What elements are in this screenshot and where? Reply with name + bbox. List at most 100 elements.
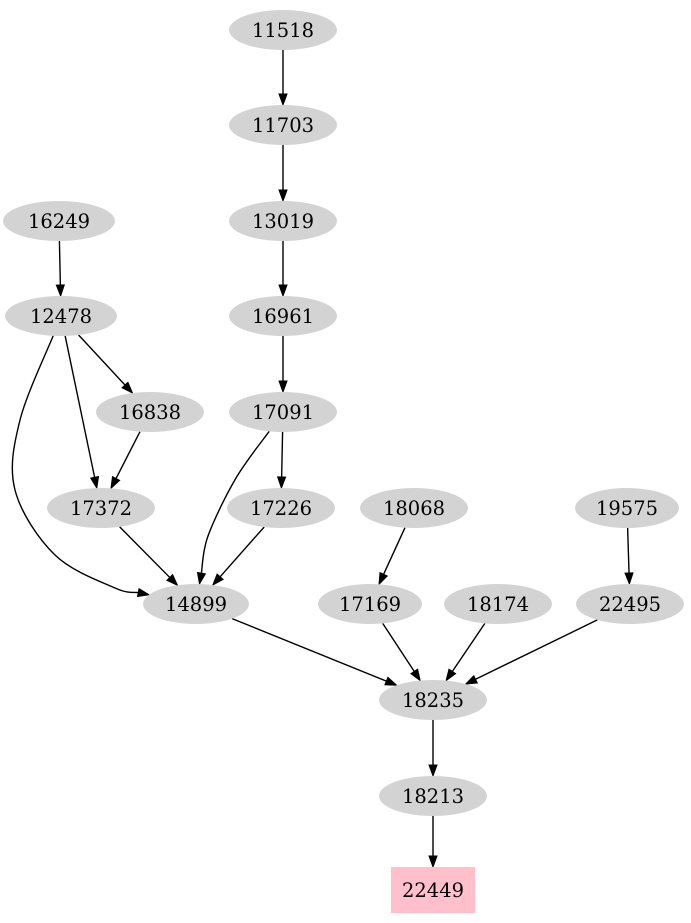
graph-edge-13019-16961 <box>278 241 288 298</box>
node-shape-ellipse <box>3 201 115 241</box>
graph-node-17226: 17226 <box>227 488 335 528</box>
node-shape-ellipse <box>229 392 337 432</box>
edge-line <box>382 623 415 672</box>
graph-node-18068: 18068 <box>360 488 468 528</box>
node-shape-ellipse <box>96 392 204 432</box>
node-shape-ellipse <box>229 10 337 50</box>
graph-node-12478: 12478 <box>5 296 117 336</box>
arrowhead-icon <box>211 573 224 587</box>
node-shape-ellipse <box>575 488 679 528</box>
arrowhead-icon <box>89 475 100 490</box>
graph-edge-17226-14899 <box>211 526 265 587</box>
graph-edge-17169-18235 <box>382 623 421 682</box>
arrowhead-icon <box>196 571 207 586</box>
node-shape-ellipse <box>379 680 487 720</box>
node-shape-ellipse <box>576 584 684 624</box>
node-shape-ellipse <box>229 105 337 145</box>
node-label: 11518 <box>252 19 314 42</box>
graph-edge-17372-14899 <box>119 526 179 587</box>
node-label: 17169 <box>339 593 401 616</box>
arrowhead-icon <box>110 475 121 490</box>
edge-line <box>382 527 406 575</box>
node-label: 22495 <box>599 593 661 616</box>
arrowhead-icon <box>278 93 288 107</box>
graph-edge-18235-18213 <box>428 720 438 778</box>
arrowhead-icon <box>278 189 288 203</box>
graph-node-18235: 18235 <box>379 680 487 720</box>
arrowhead-icon <box>55 284 65 298</box>
graph-edge-11518-11703 <box>278 50 288 107</box>
node-shape-ellipse <box>360 488 468 528</box>
graph-node-18174: 18174 <box>444 584 552 624</box>
edge-line <box>231 617 387 682</box>
graph-node-16249: 16249 <box>3 201 115 241</box>
edge-line <box>475 619 598 680</box>
graph-node-22449: 22449 <box>391 867 475 913</box>
node-label: 18213 <box>402 785 464 808</box>
node-shape-ellipse <box>227 488 335 528</box>
node-label: 13019 <box>252 210 314 233</box>
edge-line <box>78 334 126 386</box>
arrowhead-icon <box>378 571 389 586</box>
graph-node-16961: 16961 <box>229 296 337 336</box>
node-label: 16838 <box>119 401 181 424</box>
arrowhead-icon <box>445 668 457 682</box>
edge-line <box>451 623 486 672</box>
node-shape-ellipse <box>47 488 155 528</box>
node-label: 18174 <box>467 593 529 616</box>
graph-node-16838: 16838 <box>96 392 204 432</box>
node-label: 14899 <box>165 593 227 616</box>
arrowhead-icon <box>410 668 421 682</box>
node-label: 22449 <box>402 879 464 902</box>
graph-edge-12478-17372 <box>64 335 100 490</box>
graph-edge-16961-17091 <box>278 336 288 394</box>
graph-node-22495: 22495 <box>576 584 684 624</box>
node-shape-ellipse <box>143 584 249 624</box>
graph-edge-16838-17372 <box>110 431 141 490</box>
graph-edge-12478-14899 <box>11 335 151 598</box>
node-label: 17226 <box>250 497 312 520</box>
graph-edge-14899-18235 <box>231 617 398 686</box>
graph-edge-18174-18235 <box>445 623 486 682</box>
graph-edge-17091-14899 <box>196 430 270 586</box>
arrowhead-icon <box>278 284 288 298</box>
arrowhead-icon <box>384 676 398 686</box>
arrowhead-icon <box>464 674 479 685</box>
node-shape-ellipse <box>229 201 337 241</box>
edge-line <box>280 431 284 478</box>
graph-node-11703: 11703 <box>229 105 337 145</box>
edge-line <box>64 335 96 478</box>
graph-edge-22495-18235 <box>464 619 598 685</box>
graph-node-18213: 18213 <box>379 776 487 816</box>
edge-line <box>626 527 630 574</box>
graph-edge-16249-12478 <box>55 240 65 298</box>
edge-line <box>219 526 265 578</box>
node-label: 18068 <box>383 497 445 520</box>
node-label: 17372 <box>70 497 132 520</box>
arrowhead-icon <box>278 380 288 394</box>
edge-line <box>58 240 62 286</box>
arrowhead-icon <box>624 572 634 586</box>
graph-node-17169: 17169 <box>318 584 422 624</box>
graph-edge-18213-22449 <box>428 816 438 869</box>
graph-node-11518: 11518 <box>229 10 337 50</box>
node-label: 16249 <box>28 210 90 233</box>
edge-line <box>11 335 139 594</box>
node-shape-ellipse <box>318 584 422 624</box>
node-label: 11703 <box>252 114 314 137</box>
node-label: 18235 <box>402 689 464 712</box>
graph-node-17091: 17091 <box>229 392 337 432</box>
arrowhead-icon <box>428 855 438 869</box>
edge-line <box>119 526 171 578</box>
graph-node-13019: 13019 <box>229 201 337 241</box>
arrowhead-icon <box>166 573 179 587</box>
node-label: 16961 <box>252 305 314 328</box>
edge-line <box>200 430 270 574</box>
graph-node-17372: 17372 <box>47 488 155 528</box>
arrowhead-icon <box>428 764 438 778</box>
edge-line <box>115 431 141 479</box>
graph-edge-19575-22495 <box>624 527 634 586</box>
arrowhead-icon <box>276 476 287 490</box>
